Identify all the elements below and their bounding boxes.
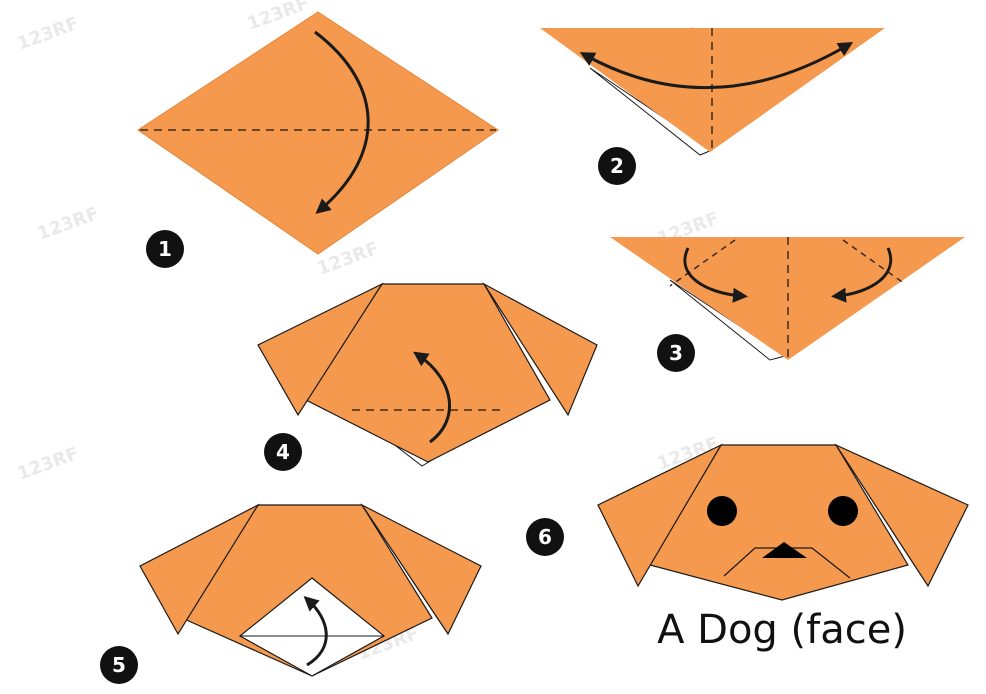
paper-back-flap — [589, 67, 714, 156]
fold-line — [842, 239, 906, 285]
fold-arrow — [413, 351, 451, 444]
step-6-diagram: 6 — [526, 443, 969, 601]
step-badge — [598, 147, 636, 185]
step-3-diagram: 3 — [610, 237, 965, 372]
watermark: 123RF — [15, 443, 82, 485]
right-ear — [834, 443, 969, 588]
right-ear — [360, 503, 482, 636]
step-number: 6 — [538, 525, 552, 549]
nose — [762, 542, 807, 558]
step-badge — [146, 230, 184, 268]
left-ear — [139, 503, 260, 636]
fold-arrow — [579, 41, 854, 90]
step-1-diagram: 1 — [137, 11, 499, 268]
fold-arrow — [831, 247, 892, 303]
diagram-caption: A Dog (face) — [657, 607, 907, 653]
left-ear — [257, 282, 384, 417]
step-badge — [657, 334, 695, 372]
right-ear — [482, 282, 598, 417]
step-number: 2 — [610, 154, 624, 178]
fold-arrow — [303, 595, 328, 667]
step-badge — [264, 433, 302, 471]
left-eye — [707, 496, 737, 526]
fold-arrow — [314, 30, 370, 214]
paper-diamond — [137, 11, 499, 255]
watermark: 123RF — [15, 13, 82, 55]
step-number: 3 — [669, 341, 683, 365]
step-number: 4 — [276, 440, 290, 464]
watermark: 123RF — [35, 203, 102, 245]
step-badge — [526, 518, 564, 556]
white-flap — [238, 577, 386, 677]
fold-line — [669, 239, 736, 287]
step-2-diagram: 2 — [540, 28, 885, 185]
right-eye — [828, 496, 858, 526]
step-5-diagram: 5 — [100, 503, 482, 684]
step-number: 5 — [112, 653, 126, 677]
left-ear — [597, 443, 723, 588]
step-number: 1 — [158, 237, 172, 261]
step-badge — [100, 646, 138, 684]
fold-arrow — [683, 247, 748, 303]
step-4-diagram: 4 — [257, 282, 598, 471]
